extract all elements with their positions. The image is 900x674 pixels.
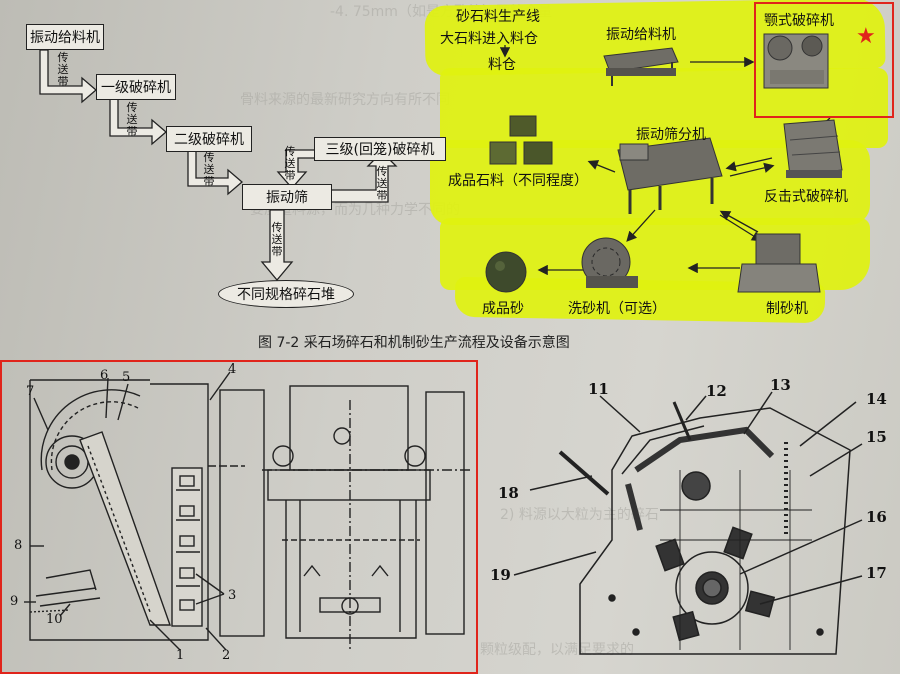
flow-arrows: [39, 49, 398, 282]
jaw-part-label-4: 4: [228, 362, 237, 377]
jaw-crusher-section: [24, 371, 470, 651]
process-sand-maker-label: 制砂机: [766, 301, 808, 317]
bleed-text-2: 骨料来源的最新研究方向有所不同: [240, 92, 450, 108]
impact-part-label-11: 11: [588, 380, 609, 398]
jaw-crusher-red-box: [754, 2, 894, 118]
sand-maker-illustration: [737, 233, 821, 293]
flow-node-product: 不同规格碎石堆: [218, 280, 354, 308]
flow-node-tertiary: 三级(回笼)破碎机: [314, 137, 446, 161]
figure-caption: 图 7-2 采石场碎石和机制砂生产流程及设备示意图: [258, 335, 570, 351]
flow-node-secondary: 二级破碎机: [166, 126, 252, 152]
impact-crusher-section: [513, 391, 863, 655]
jaw-part-label-10: 10: [46, 612, 63, 627]
impact-part-label-18: 18: [498, 484, 519, 502]
jaw-part-label-5: 5: [122, 370, 131, 385]
process-sand-washer-label: 洗砂机（可选）: [568, 301, 666, 317]
sand-washer-illustration: [581, 237, 638, 288]
conveyor-label-2: 传送带: [126, 101, 138, 138]
process-bin-label: 料仓: [488, 57, 516, 73]
bleed-text-4: 2) 料源以大粒为主的碎石: [500, 507, 659, 523]
screen-illustration: [617, 137, 723, 214]
impact-part-label-17: 17: [866, 564, 887, 582]
conveyor-label-3: 传送带: [203, 151, 215, 188]
process-impact-label: 反击式破碎机: [764, 189, 848, 205]
process-finished-stone-label: 成品石料（不同程度）: [448, 173, 588, 189]
conveyor-label-4: 传送带: [284, 145, 296, 182]
impact-part-label-13: 13: [770, 376, 791, 394]
conveyor-label-6: 传送带: [271, 221, 283, 258]
jaw-part-label-1: 1: [176, 648, 185, 663]
finished-sand-illustration: [485, 251, 527, 293]
impact-part-label-19: 19: [490, 566, 511, 584]
conveyor-label-1: 传送带: [57, 51, 69, 88]
jaw-part-label-6: 6: [100, 368, 109, 383]
impact-part-label-15: 15: [866, 428, 887, 446]
handwritten-star-mark: ★: [856, 24, 876, 49]
process-title-line1: 砂石料生产线: [456, 9, 540, 25]
conveyor-label-5: 传送带: [376, 165, 388, 202]
process-finished-sand-label: 成品砂: [482, 301, 524, 317]
jaw-part-label-9: 9: [10, 594, 19, 609]
flow-node-feeder: 振动给料机: [26, 24, 104, 50]
jaw-part-label-7: 7: [26, 384, 35, 399]
process-jaw-label: 颚式破碎机: [764, 13, 834, 29]
jaw-crusher-illustration: [763, 33, 829, 89]
process-feeder-label: 振动给料机: [606, 27, 676, 43]
jaw-part-label-2: 2: [222, 648, 231, 663]
process-screen-label: 振动筛分机: [636, 127, 706, 143]
impact-part-label-12: 12: [706, 382, 727, 400]
feeder-illustration: [603, 47, 679, 86]
process-title-line2: 大石料进入料仓: [440, 31, 538, 47]
flow-node-screen: 振动筛: [242, 184, 332, 210]
finished-stone-illustration: [489, 115, 553, 165]
jaw-part-label-3: 3: [228, 588, 237, 603]
jaw-section-red-box: [0, 360, 478, 674]
flow-node-primary: 一级破碎机: [96, 74, 176, 100]
impact-part-label-16: 16: [866, 508, 887, 526]
impact-part-label-14: 14: [866, 390, 887, 408]
impact-crusher-illustration: [783, 119, 843, 178]
jaw-part-label-8: 8: [14, 538, 23, 553]
